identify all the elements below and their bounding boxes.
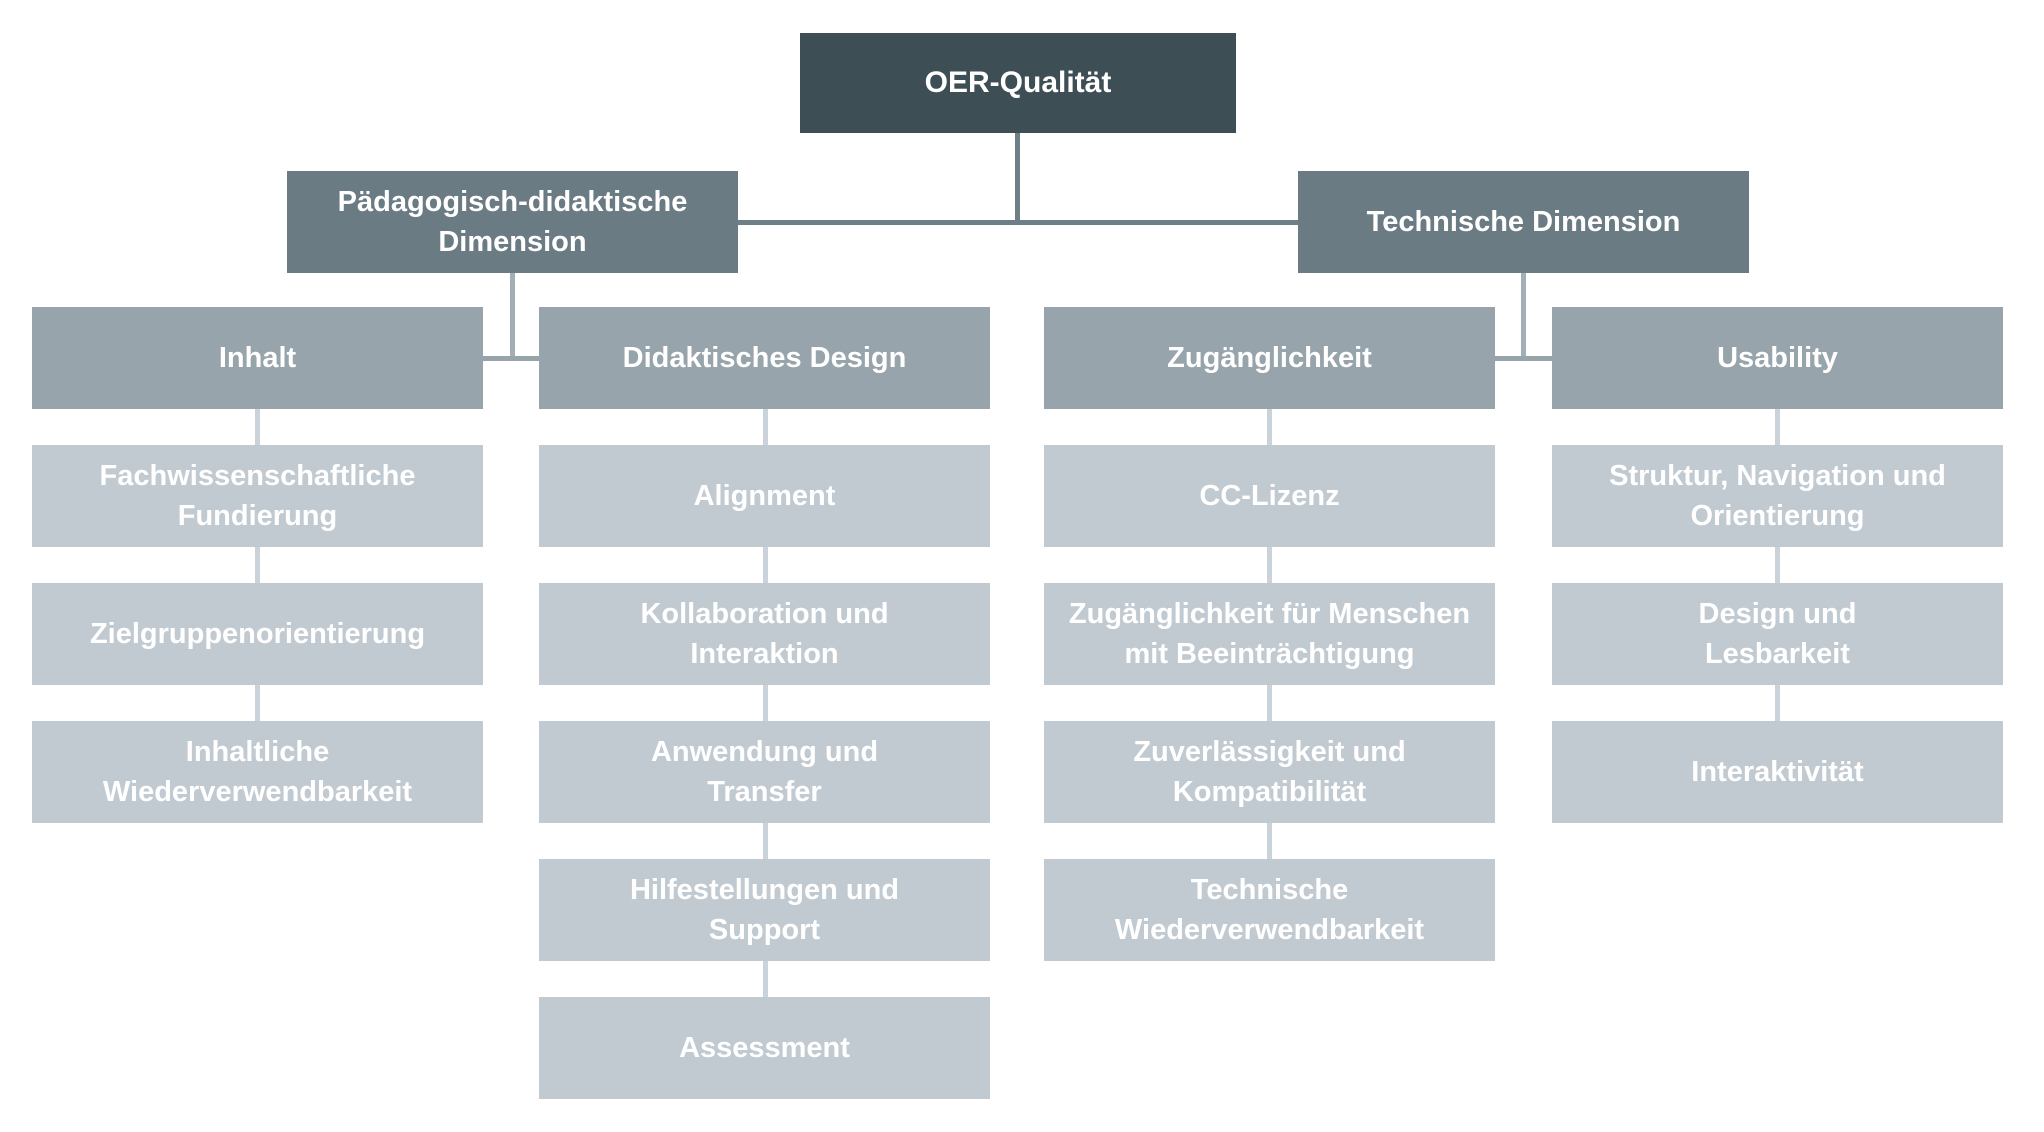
connector-dimension1-stub xyxy=(483,356,539,361)
connector-root-horizontal xyxy=(738,220,1298,225)
node-usability: Usability xyxy=(1552,307,2003,409)
connector-dimension2-vertical xyxy=(1521,273,1526,361)
item-zugaenglichkeit-fuer-menschen: Zugänglichkeit für Menschen mit Beeinträ… xyxy=(1044,583,1495,685)
item-struktur-navigation-orientierung: Struktur, Navigation und Orientierung xyxy=(1552,445,2003,547)
item-alignment: Alignment xyxy=(539,445,990,547)
connector-root-vertical xyxy=(1015,133,1020,225)
node-didaktisches-design: Didaktisches Design xyxy=(539,307,990,409)
item-design-und-lesbarkeit: Design und Lesbarkeit xyxy=(1552,583,2003,685)
connector-column-usability xyxy=(1775,409,1780,721)
item-fachwissenschaftliche-fundierung: Fachwissenschaftliche Fundierung xyxy=(32,445,483,547)
item-inhaltliche-wiederverwendbarkeit: Inhaltliche Wiederverwendbarkeit xyxy=(32,721,483,823)
node-zugaenglichkeit: Zugänglichkeit xyxy=(1044,307,1495,409)
item-hilfestellungen-und-support: Hilfestellungen und Support xyxy=(539,859,990,961)
item-interaktivitaet: Interaktivität xyxy=(1552,721,2003,823)
node-paedagogisch-didaktische-dimension: Pädagogisch-didaktische Dimension xyxy=(287,171,738,273)
connector-dimension2-stub xyxy=(1495,356,1552,361)
connector-column-didaktisches xyxy=(763,409,768,997)
node-oer-qualitaet: OER-Qualität xyxy=(800,33,1236,133)
item-technische-wiederverwendbarkeit: Technische Wiederverwendbarkeit xyxy=(1044,859,1495,961)
item-anwendung-und-transfer: Anwendung und Transfer xyxy=(539,721,990,823)
item-assessment: Assessment xyxy=(539,997,990,1099)
item-cc-lizenz: CC-Lizenz xyxy=(1044,445,1495,547)
connector-column-inhalt xyxy=(255,409,260,721)
item-kollaboration-und-interaktion: Kollaboration und Interaktion xyxy=(539,583,990,685)
connector-dimension1-vertical xyxy=(510,273,515,361)
item-zielgruppenorientierung: Zielgruppenorientierung xyxy=(32,583,483,685)
item-zuverlaessigkeit-und-kompatibilitaet: Zuverlässigkeit und Kompatibilität xyxy=(1044,721,1495,823)
node-technische-dimension: Technische Dimension xyxy=(1298,171,1749,273)
node-inhalt: Inhalt xyxy=(32,307,483,409)
